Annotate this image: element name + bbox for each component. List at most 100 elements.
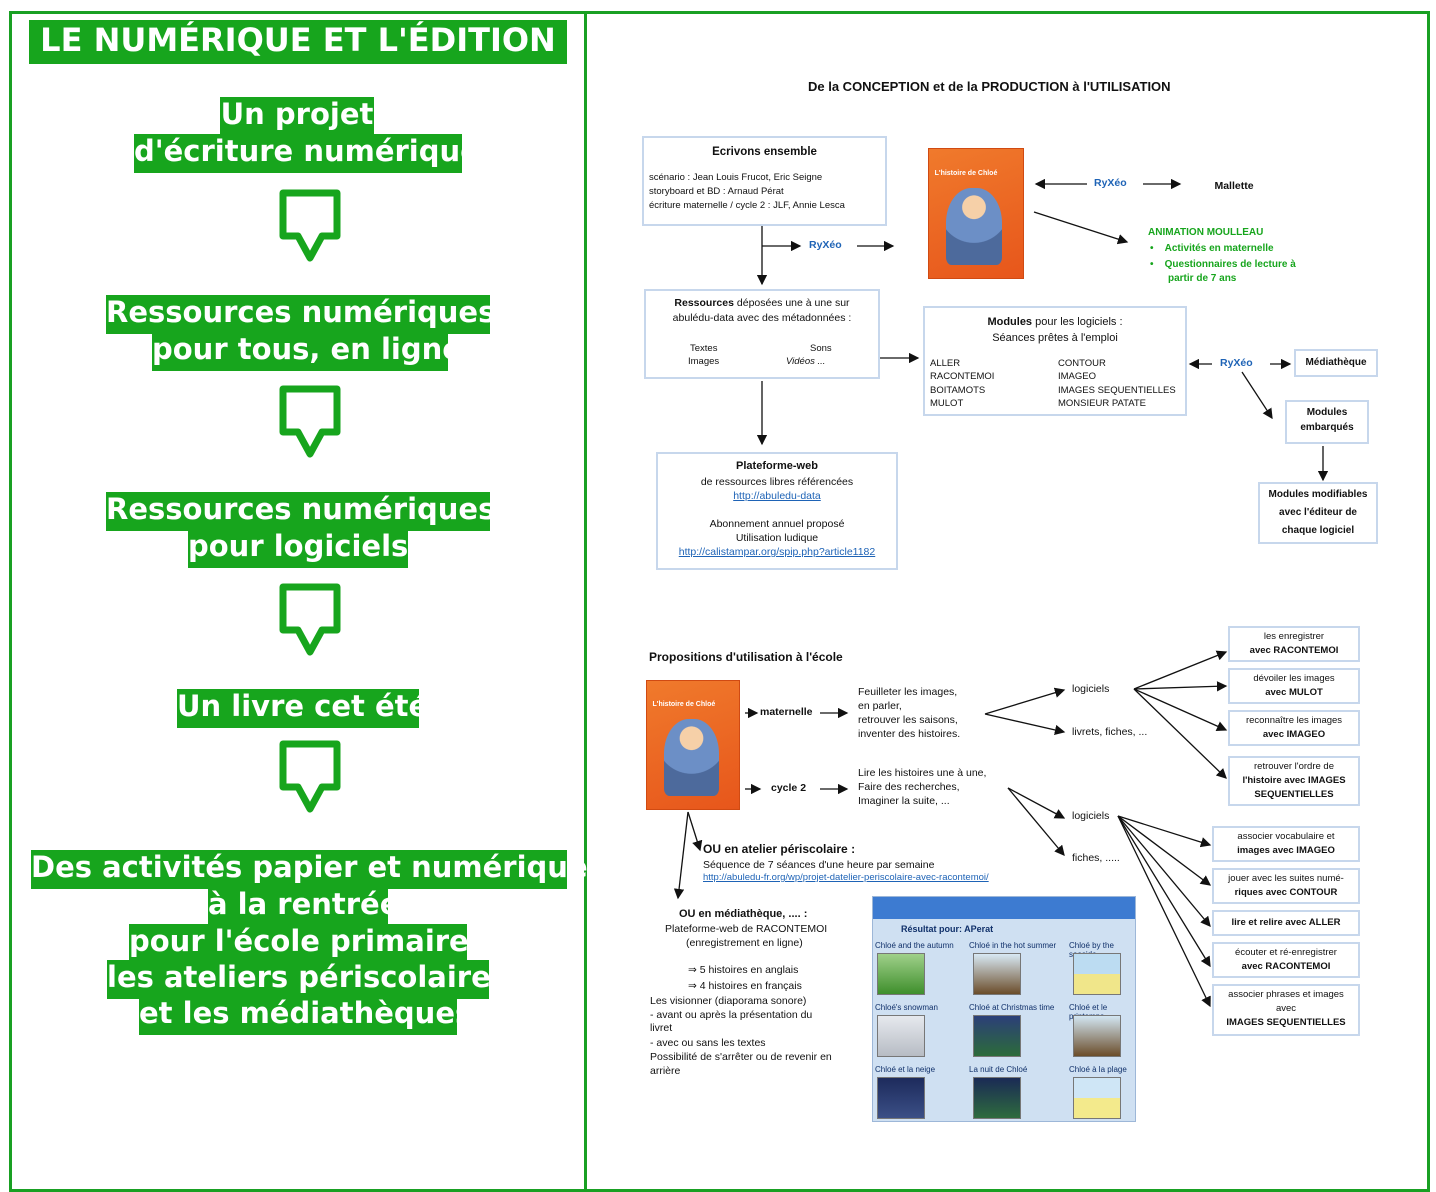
- book-cover-image: L'histoire de Chloé: [928, 148, 1024, 279]
- software-activity-text: écouter et ré-enregistrer: [1235, 947, 1337, 958]
- module-name: BOITAMOTS: [930, 385, 986, 396]
- software-activity-text: jouer avec les suites numé-: [1228, 873, 1344, 884]
- animation-item: • Activités en maternelle: [1150, 243, 1274, 254]
- mediatheque-use-item: ⇒ 5 histoires en anglais: [688, 964, 799, 976]
- software-activity-text: avec RACONTEMOI: [1249, 645, 1339, 656]
- maternelle-activity: retrouver les saisons,: [858, 714, 958, 726]
- story-thumb-label: Chloé and the autumn: [875, 941, 954, 950]
- cycle2-activity: Lire les histoires une à une,: [858, 767, 987, 779]
- down-arrow-icon: [279, 189, 341, 262]
- logiciels-label: logiciels: [1072, 683, 1110, 695]
- step5-line1: Des activités papier et numériques: [31, 850, 605, 889]
- calistampar-link[interactable]: http://calistampar.org/spip.php?article1…: [678, 546, 876, 558]
- periscolaire-link[interactable]: http://abuledu-fr.org/wp/projet-datelier…: [703, 872, 989, 883]
- plateforme-line: de ressources libres référencées: [700, 476, 854, 488]
- step1-line2: d'écriture numérique: [134, 134, 480, 173]
- story-thumb-label: Chloé in the hot summer: [969, 941, 1057, 950]
- story-thumbnail[interactable]: [877, 1077, 925, 1119]
- periscolaire-title: OU en atelier périscolaire :: [703, 842, 856, 856]
- book-cover-image: L'histoire de Chloé: [646, 680, 740, 810]
- modifiables-box: Modules modifiables avec l'éditeur de ch…: [1258, 482, 1378, 544]
- story-thumb-label: Chloé at Christmas time: [969, 1003, 1055, 1012]
- step3-line2: pour logiciels: [188, 529, 408, 568]
- abuledu-data-link[interactable]: http://abuledu-data: [733, 490, 821, 502]
- animation-item: • Questionnaires de lecture à: [1150, 259, 1296, 270]
- mediatheque-use-desc: arrière: [650, 1065, 681, 1077]
- step4-line1: Un livre cet été: [177, 689, 428, 728]
- story-thumbnail[interactable]: [877, 1015, 925, 1057]
- software-activity-text: associer phrases et images: [1228, 989, 1344, 1000]
- periscolaire-line: Séquence de 7 séances d'une heure par se…: [703, 859, 935, 871]
- book-cover-title: L'histoire de Chloé: [934, 169, 998, 177]
- software-activity-box: les enregistrer avec RACONTEMOI: [1228, 626, 1360, 662]
- story-thumbnail[interactable]: [1073, 953, 1121, 995]
- mediatheque-use-desc: livret: [650, 1022, 673, 1034]
- story-thumbnail[interactable]: [1073, 1015, 1121, 1057]
- mediatheque-use-desc: - avant ou après la présentation du: [650, 1009, 813, 1021]
- story-thumb-label: La nuit de Chloé: [969, 1065, 1028, 1074]
- ryxeo-label: RyXéo: [1094, 177, 1127, 189]
- mediatheque-label: Médiathèque: [1305, 357, 1367, 368]
- step5-line5: et les médiathèques: [139, 996, 472, 1035]
- maternelle-activity: en parler,: [858, 700, 902, 712]
- story-thumb-label: Chloé et la neige: [875, 1065, 936, 1074]
- modules-line2: Séances prêtes à l'emploi: [992, 332, 1118, 344]
- mallette-label: Mallette: [1214, 180, 1254, 192]
- book-cover-illustration: [663, 719, 719, 797]
- story-thumbnail[interactable]: [973, 953, 1021, 995]
- mallette-box: Mallette: [1188, 170, 1280, 200]
- software-activity-text: dévoiler les images: [1253, 673, 1335, 684]
- mediatheque-use-desc: Les visionner (diaporama sonore): [650, 995, 807, 1007]
- ressources-type: Sons: [810, 343, 832, 354]
- fiches-label: fiches, .....: [1072, 852, 1120, 864]
- mediatheque-use-desc: Possibilité de s'arrêter ou de revenir e…: [650, 1051, 832, 1063]
- story-thumb-label: Chloé à la plage: [1069, 1065, 1127, 1074]
- software-activity-box: reconnaître les images avec IMAGEO: [1228, 710, 1360, 746]
- story-thumbnail[interactable]: [973, 1077, 1021, 1119]
- story-thumbnail[interactable]: [877, 953, 925, 995]
- software-activity-box: associer phrases et images avec IMAGES S…: [1212, 984, 1360, 1036]
- ecrivons-line: scénario : Jean Louis Frucot, Eric Seign…: [649, 172, 823, 183]
- software-activity-text: les enregistrer: [1263, 631, 1325, 642]
- mediatheque-use-line: Plateforme-web de RACONTEMOI: [665, 923, 828, 935]
- maternelle-label: maternelle: [760, 706, 813, 718]
- animation-item: partir de 7 ans: [1168, 273, 1237, 284]
- modifiables-label: avec l'éditeur de: [1279, 507, 1357, 518]
- cycle2-label: cycle 2: [771, 782, 807, 794]
- screenshot-header-bar: [873, 897, 1135, 919]
- animation-title: ANIMATION MOULLEAU: [1148, 227, 1264, 238]
- ressources-box: Ressources déposées une à une sur abuléd…: [644, 289, 880, 379]
- cycle2-activity: Imaginer la suite, ...: [858, 795, 950, 807]
- down-arrow-icon: [279, 583, 341, 656]
- ryxeo-label: RyXéo: [1220, 357, 1253, 369]
- software-activity-box: lire et relire avec ALLER: [1212, 910, 1360, 936]
- ressources-title: Ressources déposées une à une sur: [674, 297, 850, 309]
- livrets-label: livrets, fiches, ...: [1072, 726, 1148, 738]
- mediatheque-use-desc: - avec ou sans les textes: [650, 1037, 766, 1049]
- embarques-label: Modules: [1306, 407, 1348, 418]
- software-activity-text: l'histoire avec IMAGES: [1242, 775, 1346, 786]
- step5-line4: les ateliers périscolaires: [107, 960, 508, 999]
- maternelle-activity: Feuilleter les images,: [858, 686, 958, 698]
- modules-title: Modules pour les logiciels :: [987, 316, 1123, 328]
- step1-line1: Un projet: [220, 97, 374, 136]
- embarques-box: Modules embarqués: [1285, 400, 1369, 444]
- software-activity-box: retrouver l'ordre de l'histoire avec IMA…: [1228, 756, 1360, 806]
- plateforme-line: Utilisation ludique: [735, 532, 819, 544]
- cycle2-activity: Faire des recherches,: [858, 781, 960, 793]
- module-name: IMAGEO: [1058, 371, 1097, 382]
- story-thumbnail[interactable]: [973, 1015, 1021, 1057]
- software-activity-text: avec MULOT: [1265, 687, 1323, 698]
- right-heading: De la CONCEPTION et de la PRODUCTION à l…: [808, 79, 1171, 94]
- software-activity-text: associer vocabulaire et: [1237, 831, 1335, 842]
- module-name: ALLER: [930, 358, 961, 369]
- ressources-type: Vidéos ...: [786, 356, 826, 367]
- maternelle-activity: inventer des histoires.: [858, 728, 961, 740]
- modules-box: Modules pour les logiciels : Séances prê…: [923, 306, 1187, 416]
- down-arrow-icon: [279, 385, 341, 458]
- plateforme-box: Plateforme-web de ressources libres réfé…: [656, 452, 898, 570]
- story-thumbnail[interactable]: [1073, 1077, 1121, 1119]
- mediatheque-use-item: ⇒ 4 histoires en français: [688, 980, 802, 992]
- software-activity-text: reconnaître les images: [1245, 715, 1343, 726]
